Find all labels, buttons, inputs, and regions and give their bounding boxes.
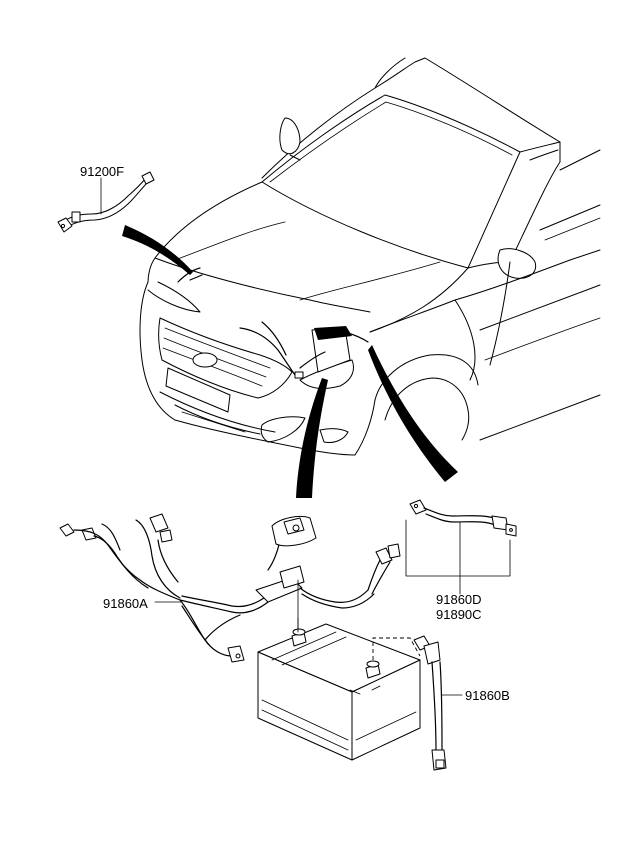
part-label-91200F: 91200F: [80, 164, 125, 179]
ground-cable-91200F: [57, 171, 155, 233]
part-label-91890C: 91890C: [436, 607, 482, 622]
vehicle-illustration: [139, 57, 601, 456]
engine-bay-wiring: [177, 267, 369, 379]
part-label-91860A: 91860A: [103, 596, 148, 611]
positive-cable-91860B: [413, 635, 463, 771]
main-harness-91860A: [59, 513, 401, 663]
battery: [257, 617, 421, 761]
part-label-91860B: 91860B: [465, 688, 510, 703]
negative-cable-91860D: [405, 499, 517, 595]
part-label-91860D: 91860D: [436, 592, 482, 607]
callout-pointers: [122, 225, 458, 498]
